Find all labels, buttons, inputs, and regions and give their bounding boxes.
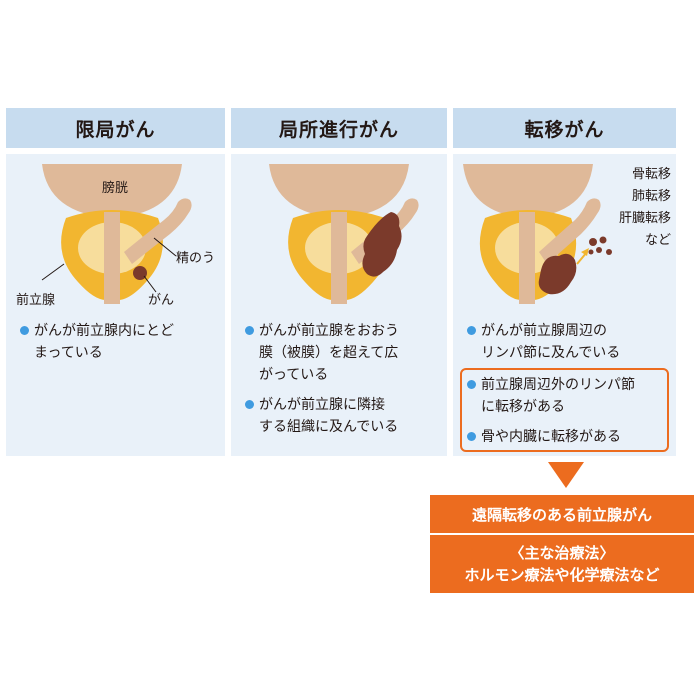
treatment-heading: 〈主な治療法〉 [509,544,615,562]
label-bladder: 膀胱 [102,181,129,196]
metastasis-cell [589,238,597,246]
result-title: 遠隔転移のある前立腺がん [430,495,694,533]
metastasis-sites: 骨転移 肺転移 肝臓転移 など [618,167,671,248]
prostate-diagram-localized [41,164,192,304]
bullet-list-metastatic: がんが前立腺周辺の リンパ節に及んでいる [467,320,620,372]
seminal-vesicle [124,198,192,264]
header-metastatic: 転移がん [453,108,676,148]
bladder [42,164,182,218]
bullet-item: 前立腺周辺外のリンパ節 に転移がある [467,374,635,418]
seminal-vesicle [539,198,601,264]
metastasis-cell [596,247,602,253]
treatment-text: ホルモン療法や化学療法など [464,566,660,584]
header-localized: 限局がん [6,108,225,148]
bullet-list-locally-advanced: がんが前立腺をおおう 膜（被膜）を超えて広 がっている がんが前立腺に隣接 する… [245,320,399,446]
down-arrow-icon [548,462,584,488]
result-treatment: 〈主な治療法〉 ホルモン療法や化学療法など [430,535,694,593]
bullet-list-metastatic-highlight: 前立腺周辺外のリンパ節 に転移がある 骨や内臓に転移がある [467,374,635,456]
header-locally-advanced: 局所進行がん [231,108,447,148]
panel-locally-advanced: がんが前立腺をおおう 膜（被膜）を超えて広 がっている がんが前立腺に隣接 する… [231,154,447,456]
label-seminal-vesicle: 精のう [176,251,216,266]
highlight-box [460,368,669,452]
bullet-list-localized: がんが前立腺内にとど まっている [20,320,174,372]
bullet-item: がんが前立腺をおおう 膜（被膜）を超えて広 がっている [245,320,399,386]
metastasis-cell [606,249,612,255]
prostate-diagram-metastatic [463,164,612,304]
metastasis-cell [588,249,594,255]
urethra [331,212,347,304]
cancer-spot [133,266,147,280]
bladder [463,164,593,218]
bullet-item: 骨や内臓に転移がある [467,426,635,448]
urethra [104,212,120,304]
panel-localized: 膀胱 精のう 前立腺 がん がんが前立腺内にとど まっている [6,154,225,456]
tumor [538,253,577,295]
tumor [362,212,402,277]
bullet-item: がんが前立腺に隣接 する組織に及んでいる [245,394,399,438]
bullet-item: がんが前立腺周辺の リンパ節に及んでいる [467,320,620,364]
bullet-item: がんが前立腺内にとど まっている [20,320,174,364]
label-prostate: 前立腺 [16,293,56,308]
metastasis-cell [599,236,607,244]
urethra [519,212,535,304]
prostate-diagram-locally-advanced [269,164,419,304]
bladder [269,164,409,218]
panel-metastatic: 骨転移 肺転移 肝臓転移 など がんが前立腺周辺の リンパ節に及んでいる 前立腺… [453,154,676,456]
label-cancer: がん [148,293,175,308]
